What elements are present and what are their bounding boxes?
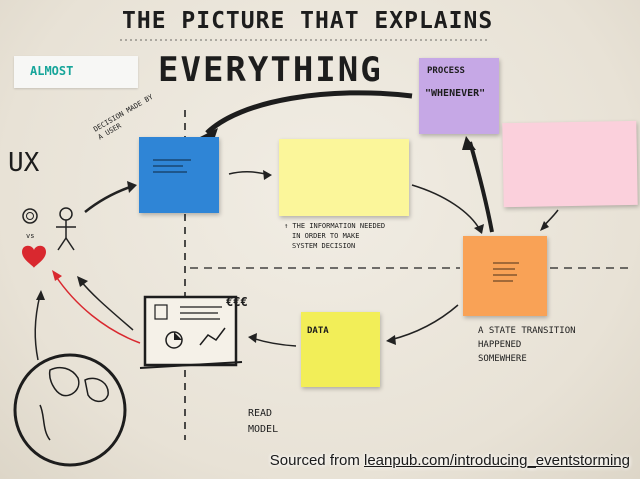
ux-label: UX	[8, 148, 40, 178]
pink-sticky	[502, 120, 638, 208]
scribble-line	[493, 274, 517, 276]
almost-tag: ALMOST	[14, 56, 138, 88]
state-label-1: A STATE TRANSITION	[478, 326, 576, 336]
scribble-line	[153, 165, 183, 167]
title-line-2: EVERYTHING	[158, 50, 383, 90]
state-label-3: SOMEWHERE	[478, 354, 527, 364]
source-link[interactable]: leanpub.com/introducing_eventstorming	[364, 452, 630, 469]
read-model-label-2: MODEL	[248, 424, 279, 435]
process-label: PROCESS	[427, 66, 465, 76]
read-model-label-1: READ	[248, 408, 273, 419]
almost-label: ALMOST	[30, 64, 74, 78]
vs-label: vs	[26, 232, 35, 240]
source-caption: Sourced from leanpub.com/introducing_eve…	[270, 452, 630, 469]
data-sticky: DATA	[301, 312, 380, 387]
info-note-2: IN ORDER TO MAKE	[292, 232, 360, 240]
scribble-line	[493, 268, 515, 270]
info-note-1: ↑ THE INFORMATION NEEDED	[284, 222, 386, 230]
process-sticky: PROCESS "WHENEVER"	[419, 58, 499, 134]
scribble-line	[153, 171, 187, 173]
data-label: DATA	[307, 326, 329, 336]
info-note-3: SYSTEM DECISION	[292, 242, 356, 250]
state-label-2: HAPPENED	[478, 340, 522, 350]
whenever-label: "WHENEVER"	[425, 88, 486, 99]
caption-prefix: Sourced from	[269, 452, 364, 469]
information-sticky	[279, 139, 409, 216]
decision-sticky	[139, 137, 219, 213]
scribble-line	[493, 262, 519, 264]
scribble-line	[153, 159, 191, 161]
scribble-line	[493, 280, 513, 282]
svg-text:€€€: €€€	[226, 295, 248, 309]
state-transition-sticky	[463, 236, 547, 316]
title-line-1: THE PICTURE THAT EXPLAINS	[122, 8, 494, 34]
